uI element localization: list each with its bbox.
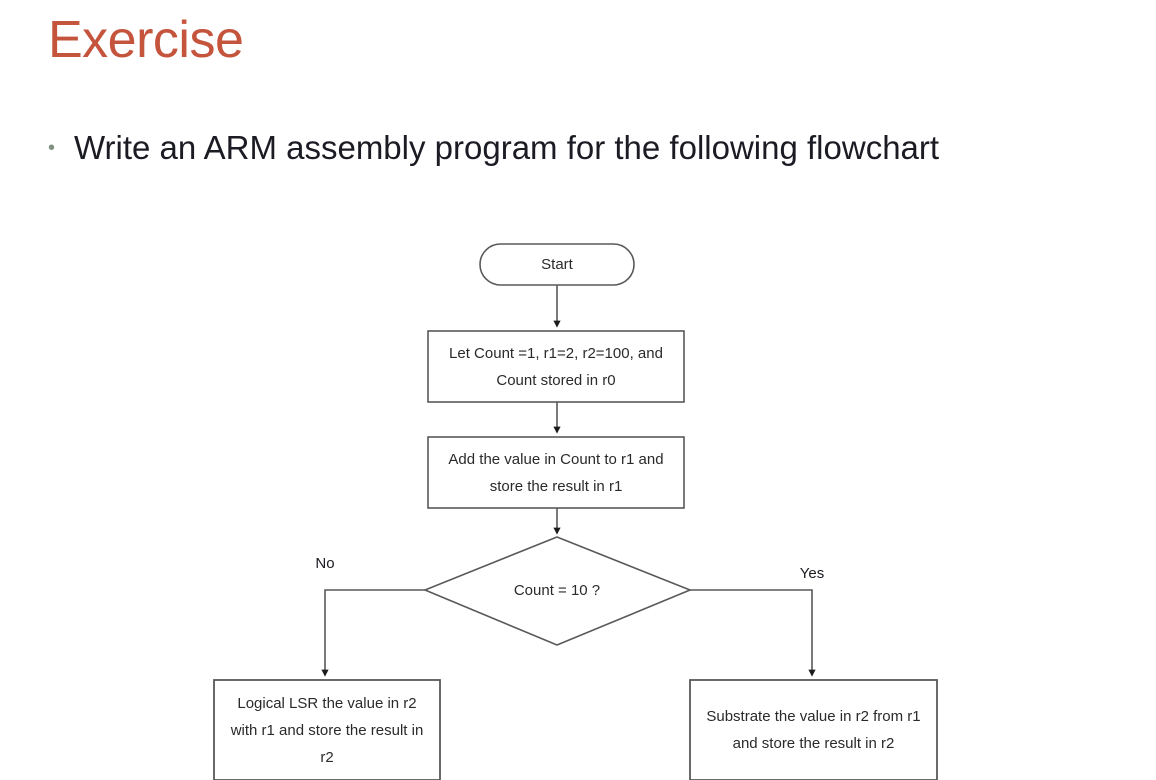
flow-branch-label-no: No [315, 555, 335, 572]
flow-node-start-shape [479, 243, 635, 286]
flowchart-diagram: Start Let Count =1, r1=2, r2=100, and Co… [0, 228, 1156, 780]
flow-edge-decision-sub [690, 589, 816, 677]
list-item: • Write an ARM assembly program for the … [48, 126, 1028, 170]
flow-node-lsr-shape [213, 679, 441, 780]
flow-node-decision-shape [422, 536, 693, 646]
bullet-text: Write an ARM assembly program for the fo… [74, 129, 940, 166]
page-title: Exercise [48, 11, 244, 69]
flow-node-sub-shape [689, 679, 938, 780]
flow-node-init-shape [427, 330, 685, 403]
flow-node-add-shape [427, 436, 685, 509]
bullet-point-icon: • [48, 137, 56, 159]
flowchart-svg [213, 243, 938, 780]
bullet-list: • Write an ARM assembly program for the … [48, 126, 1028, 170]
flow-branch-label-yes: Yes [799, 565, 825, 582]
flow-edge-decision-lsr [321, 589, 425, 677]
